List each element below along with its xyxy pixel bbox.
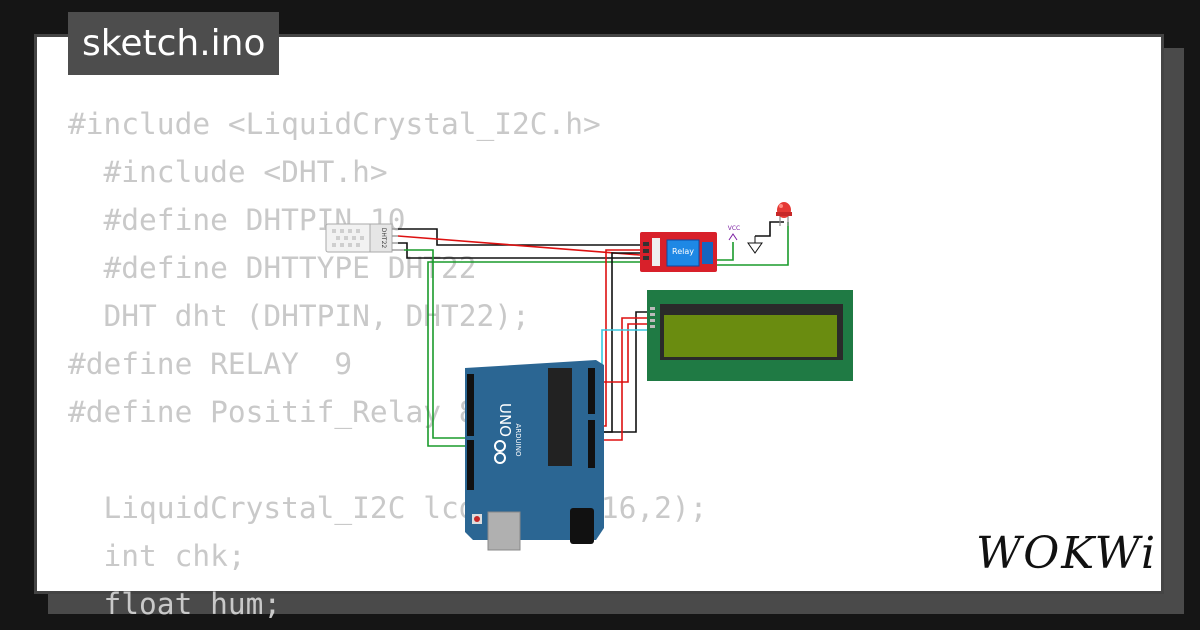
wire-relay-led: [716, 222, 789, 266]
vcc-symbol: VCC: [728, 225, 740, 241]
wire-dht-relay-vcc: [397, 235, 641, 256]
code-line: #define Positif_Relay 8: [68, 395, 477, 429]
atmega-chip: [548, 368, 572, 466]
wire-led-gnd: [755, 221, 784, 237]
wires: [397, 221, 789, 447]
wokwi-logo[interactable]: WOKWi: [976, 528, 1158, 579]
usb-port: [487, 511, 521, 551]
file-name-tab[interactable]: sketch.ino: [68, 12, 280, 75]
code-line: #define RELAY 9: [68, 347, 353, 381]
code-line: float hum;: [68, 587, 282, 621]
wire-lcd-gnd: [595, 311, 655, 433]
wire-lcd-scl: [592, 329, 655, 367]
dht22-sensor[interactable]: DHT22: [325, 223, 404, 253]
power-jack: [570, 508, 594, 544]
code-preview: #include <LiquidCrystal_I2C.h> #include …: [68, 100, 707, 628]
board-brand: ARDUINO: [514, 424, 522, 457]
red-led[interactable]: [776, 202, 792, 226]
wire-dht-data: [404, 249, 472, 439]
code-line: int chk;: [68, 539, 246, 573]
relay-module[interactable]: Relay: [640, 232, 717, 272]
code-line: DHT dht (DHTPIN, DHT22);: [68, 299, 530, 333]
board-label: UNO: [496, 403, 514, 437]
vcc-label: VCC: [728, 225, 740, 232]
relay-label: Relay: [672, 247, 694, 256]
code-line: #include <DHT.h>: [68, 155, 388, 189]
wire-relay-signal: [427, 261, 640, 447]
wire-relay-vcc-out: [716, 242, 734, 261]
code-line: #include <LiquidCrystal_I2C.h>: [68, 107, 601, 141]
lcd-display[interactable]: [647, 290, 853, 381]
arduino-uno-board[interactable]: UNO ARDUINO: [465, 360, 604, 551]
dht-label: DHT22: [380, 228, 387, 249]
code-line: #define DHTTYPE DHT22: [68, 251, 477, 285]
dht-grille: [332, 229, 364, 247]
wire-lcd-sda: [592, 323, 655, 383]
wire-dht-relay-gnd: [398, 228, 640, 246]
ground-symbol: [747, 236, 763, 254]
reset-button: [474, 516, 480, 522]
wire-lcd-vcc: [595, 317, 655, 441]
